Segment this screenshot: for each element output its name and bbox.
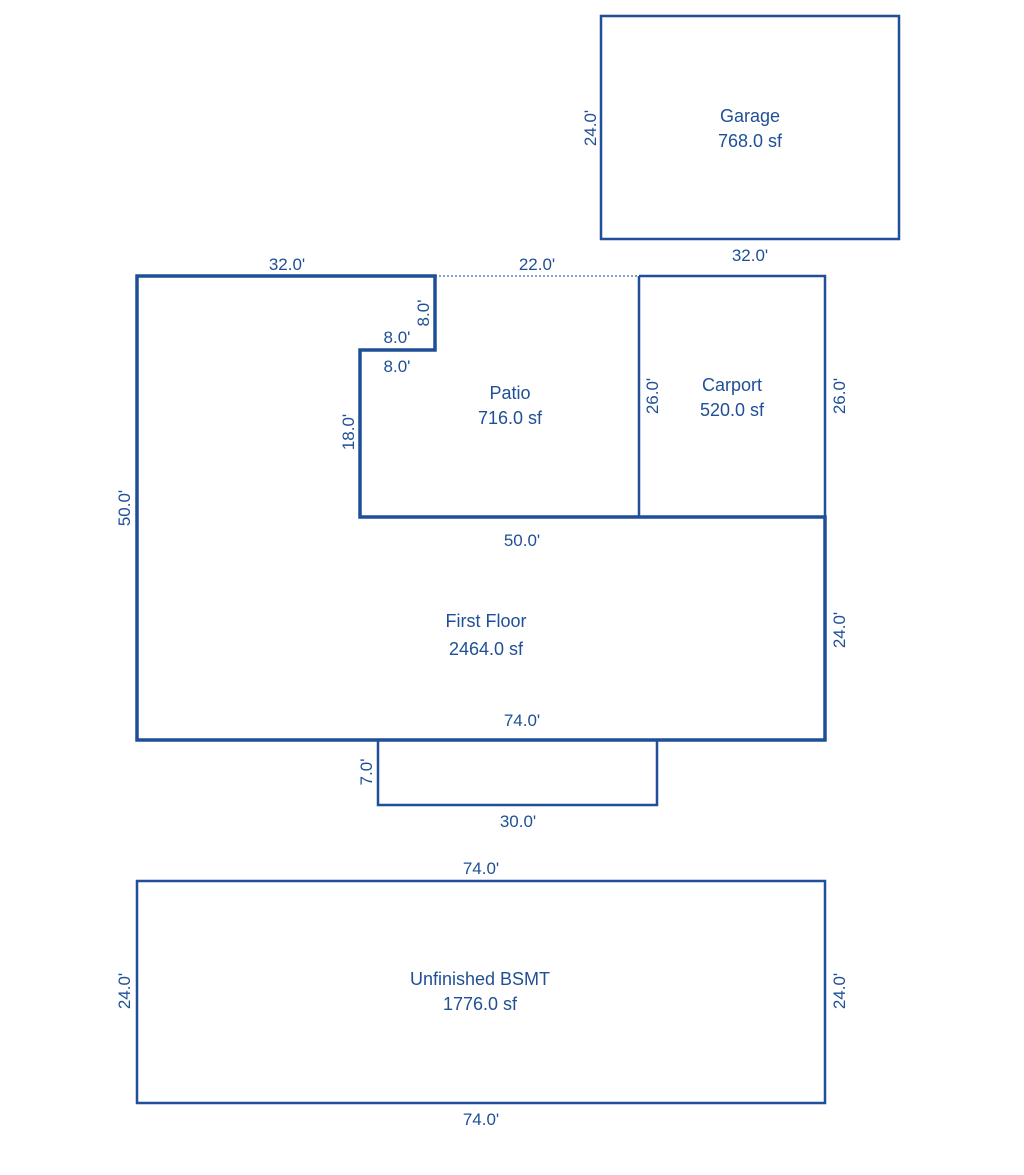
basement-area: 1776.0 sf [443,994,518,1014]
dim-floor-left: 50.0' [115,490,134,526]
dim-carport-right: 26.0' [830,378,849,414]
carport-label: Carport [702,375,762,395]
first-floor-outline [135,274,827,742]
dim-notch-horizontal-below: 8.0' [384,357,411,376]
dim-patio-top: 22.0' [519,255,555,274]
garage-outline [599,14,901,241]
dim-garage-bottom: 32.0' [732,246,768,265]
dim-bsmt-left: 24.0' [115,973,134,1009]
dim-bump-left: 7.0' [357,759,376,786]
first-floor-label: First Floor [446,611,527,631]
basement-label: Unfinished BSMT [410,969,550,989]
dim-notch-horizontal: 8.0' [384,328,411,347]
dim-bsmt-top: 74.0' [463,859,499,878]
dim-notch-vertical: 8.0' [414,300,433,327]
dim-floor-right: 24.0' [830,612,849,648]
garage-area: 768.0 sf [718,131,783,151]
first-floor-area: 2464.0 sf [449,639,524,659]
carport-outline [639,274,827,517]
dim-bump-bottom: 30.0' [500,812,536,831]
dim-floor-mid: 50.0' [504,531,540,550]
dim-garage-left: 24.0' [581,110,600,146]
basement-outline [135,879,827,1105]
dim-bsmt-right: 24.0' [830,973,849,1009]
patio-area: 716.0 sf [478,408,543,428]
bumpout-outline [376,740,659,807]
dim-floor-bottom: 74.0' [504,711,540,730]
carport-area: 520.0 sf [700,400,765,420]
dim-patio-left: 18.0' [339,414,358,450]
dim-bsmt-bottom: 74.0' [463,1110,499,1129]
dim-floor-top-left: 32.0' [269,255,305,274]
dim-patio-right: 26.0' [643,378,662,414]
patio-label: Patio [489,383,530,403]
garage-label: Garage [720,106,780,126]
